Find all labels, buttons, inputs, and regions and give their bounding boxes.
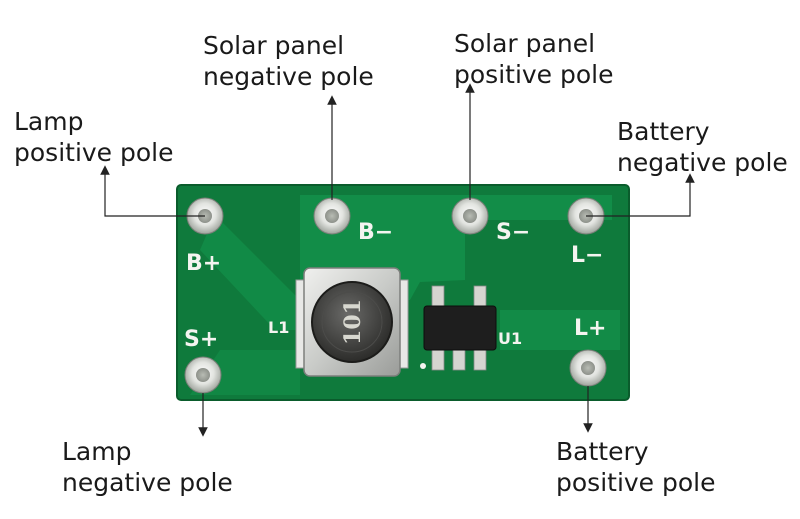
silk-l-plus: L+ xyxy=(574,316,606,341)
pad-s-plus xyxy=(184,356,222,394)
pad-s-minus xyxy=(451,197,489,235)
callout-lamp-negative-line1: Lamp xyxy=(62,437,132,466)
silk-b-plus: B+ xyxy=(186,251,221,276)
callout-battery-negative-line1: Battery xyxy=(617,117,710,146)
callout-lamp-positive-line1: Lamp xyxy=(14,107,84,136)
callout-solar-positive-line1: Solar panel xyxy=(454,29,596,58)
callout-lamp-negative-line2: negative pole xyxy=(62,468,233,497)
silk-l-minus: L− xyxy=(571,243,603,268)
callout-battery-positive-line2: positive pole xyxy=(556,468,716,497)
callout-battery-positive-line1: Battery xyxy=(556,437,649,466)
trace-right xyxy=(500,310,620,350)
callout-line-lamp-positive xyxy=(100,165,205,217)
silk-l1: L1 xyxy=(268,318,289,337)
pad-l-plus xyxy=(569,349,607,387)
trace-left xyxy=(200,215,300,330)
pad-b-minus xyxy=(313,197,351,235)
callout-solar-negative-line1: Solar panel xyxy=(203,31,345,60)
inductor-marking: 101 xyxy=(340,299,366,345)
callout-solar-positive: Solar panel positive pole xyxy=(454,28,614,90)
silk-s-minus: S− xyxy=(496,220,530,245)
callout-battery-positive: Battery positive pole xyxy=(556,436,716,498)
callout-line-battery-negative xyxy=(586,173,695,217)
inductor-l1: 101 xyxy=(295,267,409,377)
callout-solar-negative: Solar panel negative pole xyxy=(203,30,374,92)
silk-u1: U1 xyxy=(498,329,522,348)
silk-s-plus: S+ xyxy=(184,327,218,352)
callout-battery-negative: Battery negative pole xyxy=(617,116,788,178)
ic-u1 xyxy=(420,285,497,371)
callout-lamp-positive-line2: positive pole xyxy=(14,138,174,167)
callout-lamp-negative: Lamp negative pole xyxy=(62,436,233,498)
callout-lines xyxy=(100,83,695,437)
callout-solar-negative-line2: negative pole xyxy=(203,62,374,91)
callout-lamp-positive: Lamp positive pole xyxy=(14,106,174,168)
callout-battery-negative-line2: negative pole xyxy=(617,148,788,177)
silk-b-minus: B− xyxy=(358,220,393,245)
callout-solar-positive-line2: positive pole xyxy=(454,60,614,89)
